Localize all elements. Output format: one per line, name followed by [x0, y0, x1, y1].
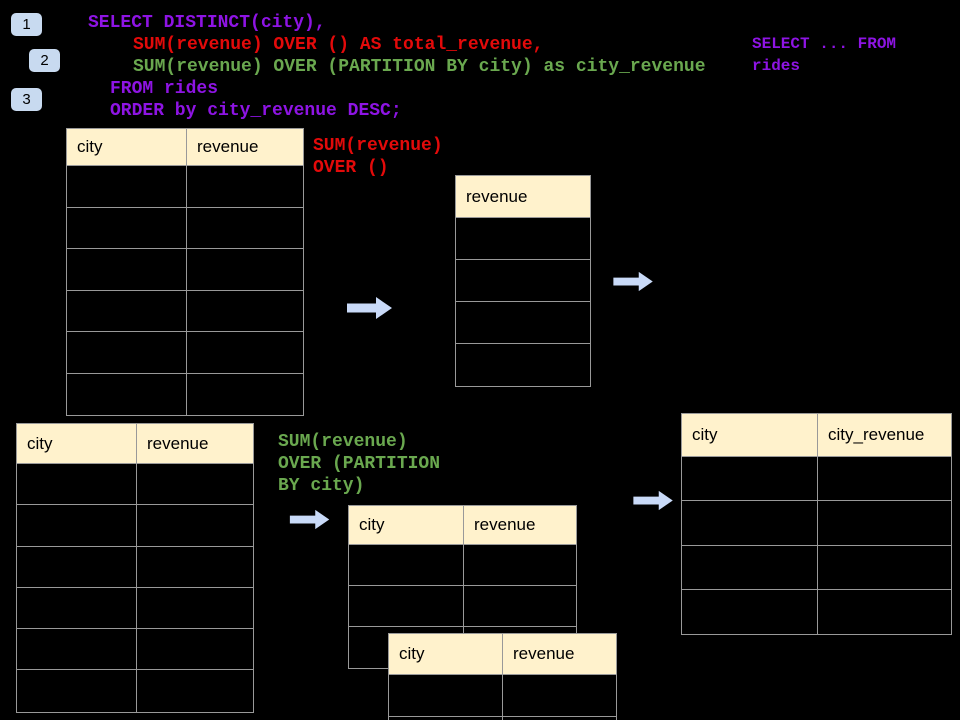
table-row [682, 457, 951, 502]
empty-cell [67, 166, 187, 208]
arrow-right-icon [611, 271, 656, 292]
column-header: city [682, 414, 818, 457]
arrow-right-icon [632, 490, 675, 511]
empty-cell [67, 290, 187, 332]
empty-cell [137, 588, 253, 630]
column-header: city [389, 634, 503, 675]
empty-cell [456, 302, 590, 344]
step-badge-2: 2 [29, 49, 60, 72]
table-row [456, 302, 590, 344]
table-row [67, 290, 303, 332]
column-header: revenue [187, 129, 303, 166]
table-row [456, 344, 590, 386]
sql-line-from: FROM rides [110, 79, 219, 99]
empty-cell [818, 546, 951, 590]
sql-line-total-revenue: SUM(revenue) OVER () AS total_revenue, [133, 35, 544, 55]
empty-cell [456, 218, 590, 260]
empty-cell [682, 457, 818, 502]
empty-cell [187, 332, 303, 374]
empty-cell [17, 670, 137, 712]
empty-cell [67, 332, 187, 374]
column-header: city [17, 424, 137, 464]
empty-cell [456, 344, 590, 386]
empty-cell [818, 590, 951, 634]
side-note-select-from-rides: SELECT ... FROM rides [752, 35, 897, 75]
empty-cell [464, 545, 576, 586]
empty-cell [17, 587, 137, 630]
table-row [349, 545, 576, 586]
table-row [682, 545, 951, 590]
column-header: revenue [456, 176, 590, 218]
empty-cell [682, 589, 818, 635]
empty-cell [67, 373, 187, 415]
table-row [682, 501, 951, 546]
sql-line-city-revenue: SUM(revenue) OVER (PARTITION BY city) as… [133, 57, 706, 77]
empty-cell [187, 208, 303, 249]
sql-line-select: SELECT DISTINCT(city), [88, 13, 326, 33]
empty-cell [389, 717, 503, 720]
step-badge-3: 3 [11, 88, 42, 111]
empty-cell [137, 505, 253, 547]
table-row [456, 218, 590, 260]
empty-cell [137, 547, 253, 588]
empty-cell [456, 260, 590, 302]
table-total-revenue-result: revenue [455, 175, 591, 387]
table-row [349, 586, 576, 627]
sql-line-order-by: ORDER by city_revenue DESC; [110, 101, 402, 121]
empty-cell [187, 166, 303, 208]
column-header: city_revenue [818, 414, 951, 457]
empty-cell [389, 675, 503, 717]
column-header: revenue [503, 634, 616, 675]
table-row [17, 546, 253, 588]
table-row [17, 505, 253, 547]
empty-cell [187, 291, 303, 332]
annotation-sum-over: SUM(revenue) OVER () [313, 136, 443, 178]
empty-cell [137, 670, 253, 711]
table-row [17, 587, 253, 630]
column-header: city [349, 506, 464, 545]
empty-cell [17, 546, 137, 588]
empty-cell [17, 505, 137, 547]
table-row [17, 629, 253, 671]
table-row [67, 373, 303, 416]
empty-cell [349, 545, 464, 586]
empty-cell [682, 501, 818, 546]
empty-cell [464, 586, 576, 627]
table-row [389, 717, 616, 720]
table-row [17, 670, 253, 712]
table-row [682, 589, 951, 635]
empty-cell [17, 464, 137, 506]
table-row [67, 332, 303, 374]
empty-cell [818, 501, 951, 546]
step-badge-1: 1 [11, 13, 42, 36]
empty-cell [349, 586, 464, 627]
arrow-right-icon [288, 509, 332, 530]
table-row [389, 675, 616, 717]
table-row [17, 464, 253, 506]
table-row [456, 260, 590, 302]
column-header: revenue [137, 424, 253, 464]
column-header: revenue [464, 506, 576, 545]
table-row [67, 249, 303, 291]
empty-cell [17, 629, 137, 671]
annotation-sum-over-partition: SUM(revenue) OVER (PARTITION BY city) [278, 432, 441, 496]
column-header: city [67, 129, 187, 166]
empty-cell [187, 374, 303, 416]
empty-cell [137, 629, 253, 671]
table-row [67, 166, 303, 208]
empty-cell [503, 675, 616, 717]
empty-cell [187, 249, 303, 291]
table-row [67, 207, 303, 249]
arrow-right-icon [347, 296, 393, 320]
empty-cell [67, 207, 187, 249]
empty-cell [818, 457, 951, 502]
empty-cell [682, 545, 818, 590]
empty-cell [67, 249, 187, 291]
empty-cell [137, 464, 253, 506]
